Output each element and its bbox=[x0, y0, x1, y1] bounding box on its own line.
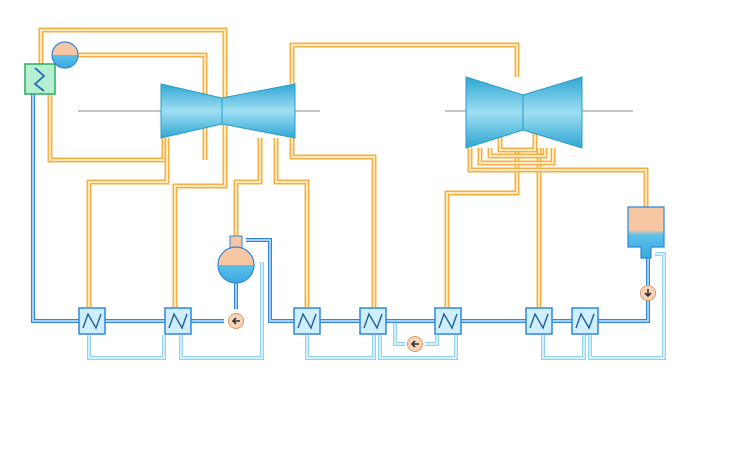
condenser-hotwell bbox=[627, 206, 665, 259]
steam-pipe-3 bbox=[86, 138, 170, 307]
cooling-pipe-7-core bbox=[589, 253, 665, 359]
wave-icon bbox=[363, 312, 383, 330]
heat-exchanger bbox=[525, 307, 553, 335]
cooling-pipe-7 bbox=[588, 252, 666, 360]
cooling-pipe-4 bbox=[393, 321, 405, 346]
cooling-pipe-5-core bbox=[425, 335, 438, 345]
pump bbox=[640, 285, 656, 301]
arrow-left-icon bbox=[410, 340, 419, 348]
steam-pipe-10-core bbox=[469, 148, 647, 207]
steam-pipe-11-core bbox=[479, 148, 554, 164]
steam-pipe-4 bbox=[233, 138, 263, 236]
wave-icon bbox=[438, 312, 458, 330]
steam-pipe-7 bbox=[289, 138, 377, 307]
heat-exchangers bbox=[78, 307, 599, 335]
heat-exchanger bbox=[78, 307, 106, 335]
cooling-pipe-2-core bbox=[306, 335, 375, 359]
lp-turbine bbox=[465, 76, 583, 149]
pumps bbox=[228, 285, 656, 352]
deaerator-tank bbox=[217, 235, 255, 284]
hp-turbine bbox=[160, 83, 296, 139]
heat-exchanger bbox=[571, 307, 599, 335]
cooling-pipe-4-core bbox=[394, 321, 405, 345]
steam-pipe-2-core bbox=[49, 64, 165, 161]
steam-pipe-7-core bbox=[291, 138, 375, 307]
steam-pipe-0-core bbox=[40, 29, 226, 307]
steam-pipe-6 bbox=[289, 42, 520, 84]
cooling-pipe-6-core bbox=[542, 335, 585, 359]
wave-icon bbox=[168, 312, 188, 330]
steam-pipe-3-core bbox=[88, 138, 168, 307]
cooling-pipe-6 bbox=[541, 335, 586, 360]
pump bbox=[407, 336, 423, 352]
steam-drum bbox=[51, 41, 79, 69]
cooling-pipe-3-core bbox=[379, 335, 457, 359]
pump bbox=[228, 313, 244, 329]
arrow-left-icon bbox=[231, 317, 240, 325]
wave-icon bbox=[575, 312, 595, 330]
feedwater-pipe-0-core bbox=[32, 94, 224, 322]
feedwater-pipe-4-core bbox=[633, 300, 649, 322]
cooling-water-pipes bbox=[87, 252, 666, 360]
steam-pipe-4-core bbox=[235, 138, 261, 236]
steam-pipe-2 bbox=[47, 64, 167, 163]
heat-exchanger bbox=[164, 307, 192, 335]
wave-icon bbox=[82, 312, 102, 330]
steam-pipe-13-core bbox=[499, 130, 536, 151]
wave-icon bbox=[529, 312, 549, 330]
steam-pipe-0 bbox=[38, 27, 228, 307]
heat-exchanger bbox=[434, 307, 462, 335]
boiler bbox=[24, 63, 56, 95]
steam-pipe-5 bbox=[273, 138, 310, 307]
steam-pipe-5-core bbox=[275, 138, 308, 307]
steam-pipe-12-core bbox=[489, 148, 546, 157]
wave-icon bbox=[297, 312, 317, 330]
boiler-coil-icon bbox=[33, 67, 46, 92]
feedwater-pipe-4 bbox=[633, 300, 650, 323]
cooling-pipe-0-core bbox=[88, 335, 165, 359]
steam-pipe-6-core bbox=[291, 44, 518, 84]
arrow-down-icon bbox=[644, 289, 652, 298]
cooling-pipe-5 bbox=[425, 335, 439, 346]
heat-exchanger bbox=[359, 307, 387, 335]
steam-pipes bbox=[38, 27, 649, 307]
heat-exchanger bbox=[293, 307, 321, 335]
cooling-pipe-1-core bbox=[180, 262, 263, 359]
cooling-pipe-0 bbox=[87, 335, 166, 360]
cooling-pipe-2 bbox=[305, 335, 376, 360]
